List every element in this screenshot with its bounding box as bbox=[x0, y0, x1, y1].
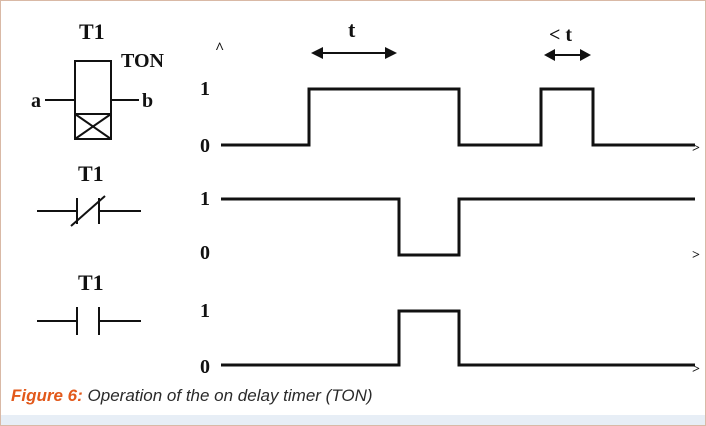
ton-timer-symbol bbox=[45, 60, 139, 140]
no-axis-arrow: > bbox=[692, 362, 700, 377]
input-axis-arrow: > bbox=[692, 141, 700, 156]
short-pulse-label: < t bbox=[549, 24, 572, 46]
figure-caption-label: Figure 6: bbox=[11, 386, 83, 405]
short-pulse-arrow bbox=[544, 49, 591, 61]
nc-high-label: 1 bbox=[200, 188, 210, 210]
input-high-label: 1 bbox=[200, 78, 210, 100]
delay-arrow bbox=[311, 47, 397, 59]
no-contact-trace bbox=[221, 309, 695, 367]
nc-contact-symbol bbox=[37, 195, 141, 227]
input-low-label: 0 bbox=[200, 135, 210, 157]
nc-contact-trace bbox=[221, 197, 695, 257]
timer-type: TON bbox=[121, 50, 165, 72]
input-signal-trace bbox=[221, 87, 695, 147]
nc-low-label: 0 bbox=[200, 242, 210, 264]
output-label: b bbox=[142, 90, 153, 112]
bottom-band bbox=[1, 415, 705, 425]
delay-label: t bbox=[348, 17, 356, 42]
nc-axis-arrow: > bbox=[692, 248, 700, 263]
timer-name: T1 bbox=[79, 19, 105, 44]
no-low-label: 0 bbox=[200, 356, 210, 378]
no-contact-name: T1 bbox=[78, 270, 104, 295]
timer-cross-b bbox=[74, 113, 112, 140]
no-contact-symbol bbox=[37, 307, 141, 335]
axis-up-arrow: ^ bbox=[215, 40, 224, 57]
input-label: a bbox=[31, 90, 41, 112]
figure-caption: Figure 6: Operation of the on delay time… bbox=[11, 386, 373, 406]
figure-caption-text: Operation of the on delay timer (TON) bbox=[87, 386, 373, 405]
nc-contact-name: T1 bbox=[78, 161, 104, 186]
no-high-label: 1 bbox=[200, 300, 210, 322]
